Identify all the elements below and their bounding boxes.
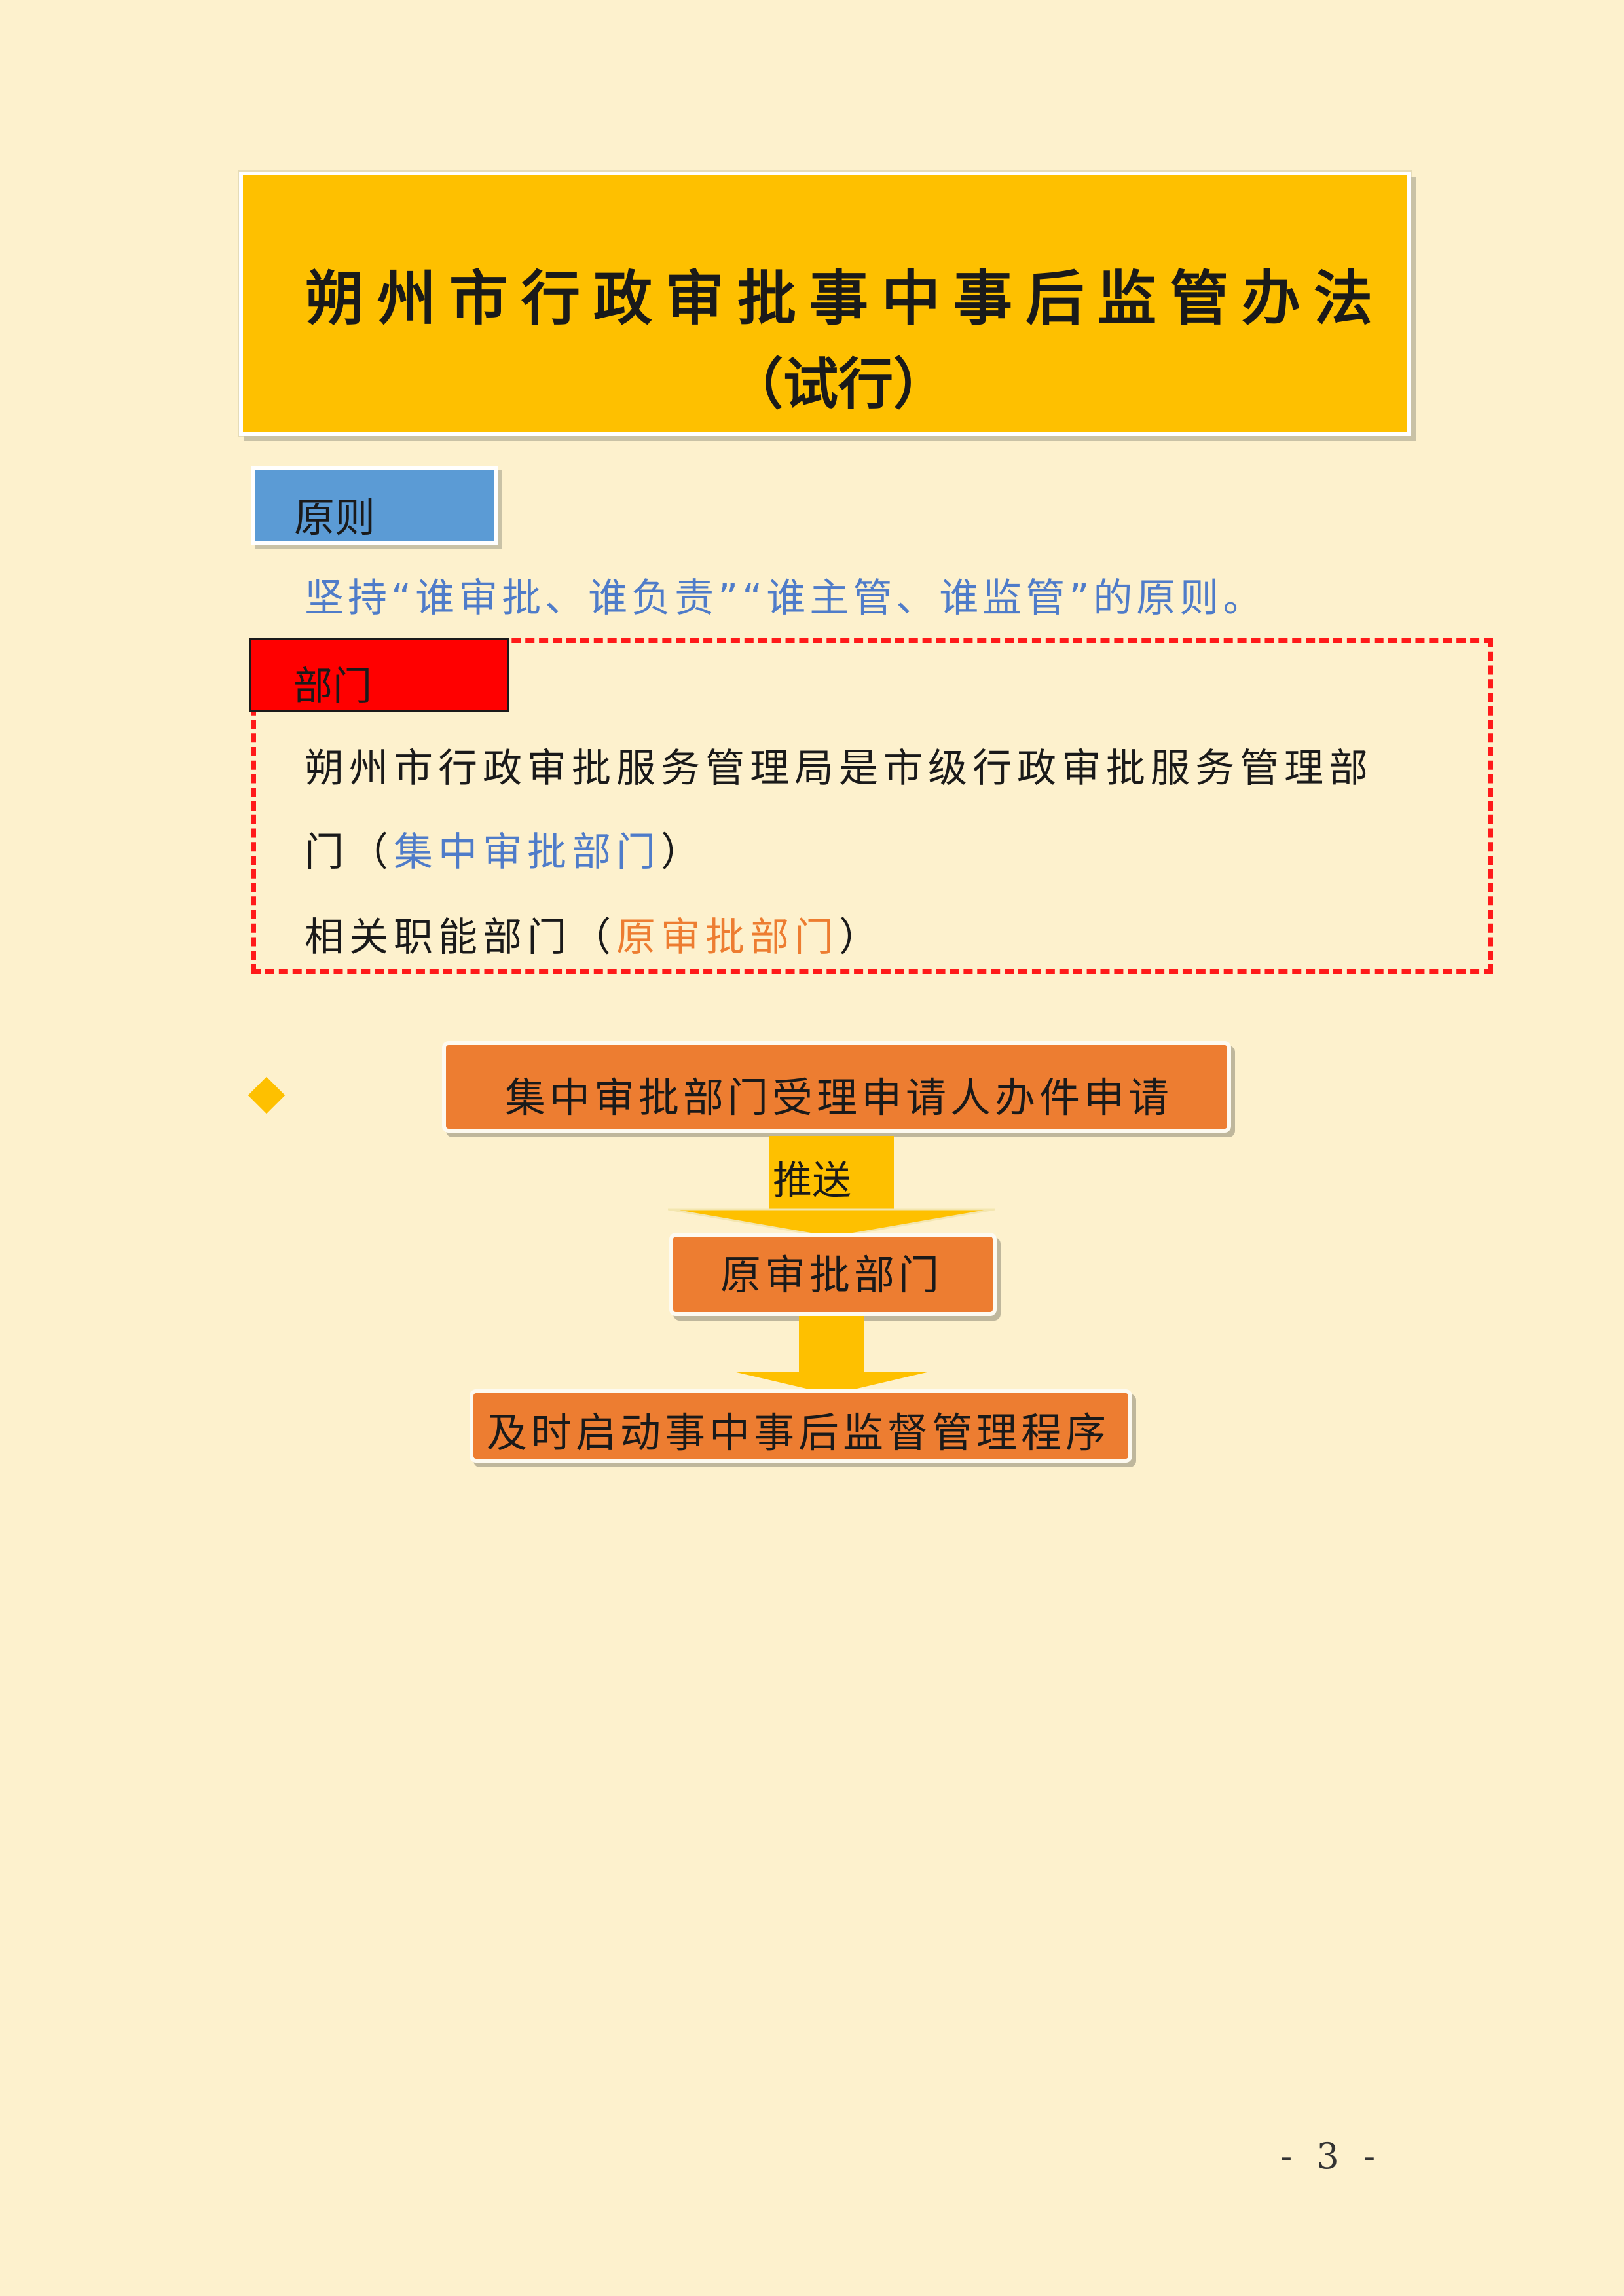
page-number: - 3 - — [1280, 2136, 1382, 2177]
diamond-bullet-icon — [248, 1076, 286, 1114]
department-line-3: 相关职能部门（原审批部门） — [304, 905, 883, 962]
down-arrow-icon — [668, 1136, 995, 1237]
flow-step-3: 及时启动事中事后监督管理程序 — [470, 1389, 1132, 1463]
principle-label-box: 原则 — [251, 466, 498, 545]
department-line-1: 朔州市行政审批服务管理局是市级行政审批服务管理部 — [304, 746, 1373, 792]
flow-step-2-text: 原审批部门 — [720, 1251, 944, 1299]
original-approval-dept-text: 原审批部门 — [616, 915, 839, 960]
flow-step-1: 集中审批部门受理申请人办件申请 — [442, 1041, 1231, 1133]
department-label: 部门 — [293, 664, 372, 710]
department-line-3-prefix: 相关职能部门（ — [304, 915, 616, 960]
document-title: 朔州市行政审批事中事后监管办法 — [305, 264, 1386, 333]
down-arrow-icon — [733, 1316, 930, 1394]
push-label: 推送 — [773, 1158, 851, 1204]
department-label-box: 部门 — [249, 638, 509, 712]
department-line-2: 门（集中审批部门） — [304, 820, 705, 877]
centralized-approval-dept-text: 集中审批部门 — [394, 829, 661, 875]
department-line-2-prefix: 门（ — [304, 829, 394, 875]
department-section-border — [251, 638, 1493, 974]
principle-text: 坚持“谁审批、谁负责”“谁主管、谁监管”的原则。 — [304, 575, 1266, 621]
flow-step-3-text: 及时启动事中事后监督管理程序 — [487, 1409, 1111, 1457]
department-line-2-suffix: ） — [661, 829, 705, 875]
department-line-3-suffix: ） — [839, 915, 883, 960]
document-subtitle: （试行） — [728, 352, 948, 416]
title-banner: 朔州市行政审批事中事后监管办法 （试行） — [239, 172, 1411, 436]
flow-step-1-text: 集中审批部门受理申请人办件申请 — [505, 1074, 1173, 1121]
principle-label: 原则 — [294, 494, 376, 541]
flow-step-2: 原审批部门 — [669, 1233, 997, 1316]
